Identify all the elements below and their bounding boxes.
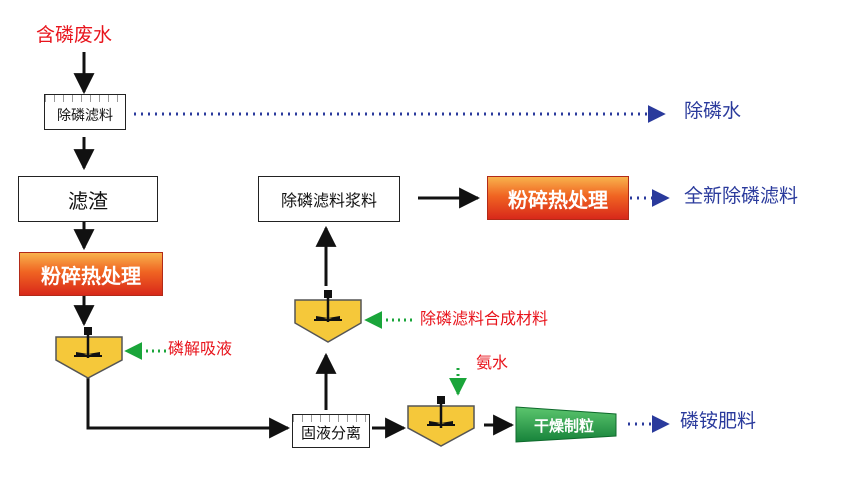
mixing-tank-left <box>55 327 123 379</box>
synth-material-label: 除磷滤料合成材料 <box>420 309 549 328</box>
ammonia-label: 氨水 <box>476 353 509 372</box>
input-water-label: 含磷废水 <box>36 24 113 46</box>
granulator-shape <box>515 406 617 443</box>
separation-box: 固液分离 <box>292 414 370 448</box>
residue-box: 滤渣 <box>18 176 158 222</box>
dry-granulate-box: 干燥制粒 <box>516 410 612 440</box>
slurry-box: 除磷滤料浆料 <box>258 176 400 222</box>
heat-treatment-left-label: 粉碎热处理 <box>41 263 141 288</box>
mixing-tank-right <box>407 396 475 447</box>
heat-treatment-left-box: 粉碎热处理 <box>19 252 163 296</box>
desorb-liquid-label: 磷解吸液 <box>168 339 233 358</box>
arrow-tank-to-separation <box>86 377 291 439</box>
mixing-tank-middle <box>294 290 362 343</box>
new-media-label: 全新除磷滤料 <box>684 185 799 207</box>
filter-media-label: 除磷滤料 <box>57 108 113 124</box>
heat-treatment-right-label: 粉碎热处理 <box>508 187 608 212</box>
separation-label: 固液分离 <box>300 424 361 442</box>
fertilizer-label: 磷铵肥料 <box>680 410 757 432</box>
filter-media-box: 除磷滤料 <box>44 94 126 130</box>
removed-water-label: 除磷水 <box>684 100 742 122</box>
residue-label: 滤渣 <box>68 188 108 213</box>
slurry-label: 除磷滤料浆料 <box>280 191 377 210</box>
heat-treatment-right-box: 粉碎热处理 <box>487 176 629 220</box>
dry-granulate-label: 干燥制粒 <box>533 416 594 435</box>
